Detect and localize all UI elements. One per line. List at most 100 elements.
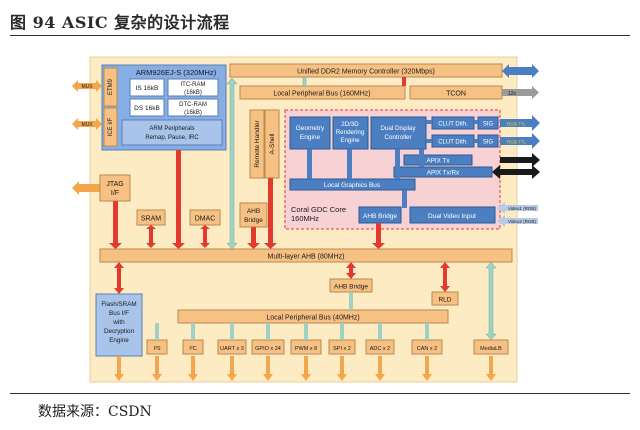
- io-label-medialb: MediaLB: [480, 346, 502, 352]
- ice-label: ICE I/F: [108, 117, 114, 136]
- jtag-if: [99, 174, 131, 202]
- mux-top-label: MUX: [81, 84, 93, 90]
- etm9-block: [103, 67, 118, 107]
- ddr-controller-label: Unified DDR2 Memory Controller (320Mbps): [297, 69, 435, 76]
- local-graphics-bus-label: Local Graphics Bus: [324, 182, 381, 189]
- io-label-i2s: I²S: [153, 346, 160, 352]
- dtc-ram-label-2: (16kB): [184, 110, 202, 116]
- ddr-external-arrow: [502, 64, 539, 78]
- local-graphics-bus: [289, 178, 416, 191]
- ahb-bridge-left: [239, 202, 268, 228]
- geometry-engine: [289, 116, 331, 150]
- mux-top-arrow: [72, 80, 102, 92]
- jtag-label-1: JTAG: [106, 181, 123, 188]
- video1-arrow: [497, 202, 538, 214]
- coral-gdc-label-2: 160MHz: [291, 214, 319, 223]
- rgb-out-2-label: RGB TTL: [507, 140, 526, 145]
- rendering-engine-label-2: Rendering: [336, 129, 365, 136]
- etm9-label: ETM9: [108, 78, 114, 95]
- figure-source: 数据来源：CSDN: [38, 404, 152, 420]
- gdc-internal-connectors: [307, 120, 478, 208]
- ahb-bridge-mid-label: AHB Bridge: [334, 284, 368, 291]
- is-cache: [129, 78, 165, 97]
- multi-layer-ahb-label: Multi-layer AHB (80MHz): [267, 254, 344, 261]
- dual-display-controller: [370, 116, 427, 150]
- apix-txrx-arrow: [492, 165, 540, 179]
- apix-txrx: [393, 166, 493, 178]
- peripheral-bus-links: [155, 292, 429, 340]
- clut-dith-1-label: CLUT Dith.: [438, 122, 468, 128]
- rld-label: RLD: [438, 297, 451, 304]
- arm-peripherals: [121, 119, 223, 146]
- rgb-out-1-label: RGB TTL: [507, 122, 526, 127]
- ddr-controller: [229, 63, 503, 78]
- io-block-row: I²S I²C UART x 3 GPIO x 24 PWM x 8 SPI x…: [146, 339, 509, 355]
- video2-label: Video2 (RGB): [508, 219, 536, 224]
- figure-title: 图 94 ASIC 复杂的设计流程: [10, 13, 230, 32]
- tcon-output-label: 12x: [508, 91, 517, 97]
- apix-tx: [403, 154, 473, 166]
- video2-arrow: [497, 215, 538, 227]
- io-label-i2c: I²C: [189, 346, 196, 352]
- arm-peripherals-label-1: ARM Peripherals: [149, 126, 194, 132]
- local-peripheral-bus-160-label: Local Peripheral Bus (160MHz): [273, 91, 370, 98]
- sig-2-label: SIG: [483, 140, 494, 146]
- io-label-adc: ADC x 2: [370, 346, 390, 352]
- jtag-external-arrow: [72, 181, 100, 195]
- io-label-pwm: PWM x 8: [295, 346, 317, 352]
- dual-video-input: [409, 206, 496, 224]
- itc-ram-label-2: (16kB): [184, 90, 202, 96]
- a-shell-label: A-Shell: [269, 133, 276, 155]
- ds-cache: [129, 98, 165, 117]
- io-label-gpio: GPIO x 24: [255, 346, 281, 352]
- geometry-engine-label-2: Engine: [300, 134, 321, 141]
- io-label-spi: SPI x 2: [333, 346, 351, 352]
- local-peripheral-bus-40-label: Local Peripheral Bus (40MHz): [266, 315, 359, 322]
- io-label-uart: UART x 3: [220, 346, 244, 352]
- sram-label: SRAM: [141, 216, 161, 223]
- jtag-label-2: I/F: [111, 190, 119, 197]
- flash-label-1: Flash/SRAM: [101, 301, 136, 308]
- red-bus-arrows: [109, 77, 450, 294]
- coral-gdc-label-1: Coral GDC Core: [291, 205, 346, 214]
- rendering-engine-label-3: Engine: [340, 137, 360, 144]
- tcon-label: TCON: [446, 91, 466, 98]
- apix-tx-arrow: [500, 153, 540, 167]
- flash-label-4: Decryption: [104, 328, 135, 335]
- mux-mid-arrow: [72, 118, 102, 130]
- io-label-can: CAN x 2: [417, 346, 437, 352]
- video1-label: Video1 (RGB): [508, 206, 536, 211]
- dtc-ram-label-1: DTC-RAM: [179, 102, 207, 108]
- rendering-engine: [332, 116, 369, 150]
- flash-label-2: Bus I/F: [109, 310, 129, 317]
- mux-mid-label: MUX: [81, 122, 93, 128]
- clut-dith-2-label: CLUT Dith.: [438, 140, 468, 146]
- dmac-label: DMAC: [195, 216, 216, 223]
- ahb-bridge-left-label-1: AHB: [247, 208, 260, 215]
- arm-peripherals-label-2: Remap, Pause, IRC: [145, 135, 199, 141]
- ds-cache-label: DS 16kB: [134, 105, 160, 112]
- apix-tx-label: APIX Tx: [427, 158, 451, 165]
- is-cache-label: IS 16kB: [136, 85, 159, 92]
- io-external-arrows: [114, 356, 496, 381]
- tcon-output-arrow: [502, 86, 539, 99]
- flash-label-5: Engine: [109, 337, 129, 344]
- cpu-name: ARM926EJ-S (320MHz): [136, 68, 217, 77]
- rendering-engine-label-1: 2D/3D: [341, 121, 359, 128]
- remote-handler-label: Remote Handler: [254, 120, 261, 168]
- top-rule: [10, 35, 630, 36]
- local-peripheral-bus-40: [177, 309, 449, 324]
- ice-block: [103, 107, 118, 147]
- apix-txrx-label: APIX Tx/Rx: [427, 170, 460, 177]
- sig-1-label: SIG: [483, 122, 494, 128]
- gdc-ahb-bridge-label: AHB Bridge: [363, 213, 397, 220]
- dual-display-label-2: Controller: [384, 134, 411, 141]
- green-bus-arrows: [226, 76, 497, 341]
- local-peripheral-bus-160: [239, 85, 406, 100]
- itc-ram-label-1: ITC-RAM: [181, 82, 206, 88]
- itc-ram: [167, 78, 219, 97]
- rgb-out-1-arrow: [500, 115, 540, 131]
- multi-layer-ahb: [99, 248, 513, 263]
- dtc-ram: [167, 98, 219, 117]
